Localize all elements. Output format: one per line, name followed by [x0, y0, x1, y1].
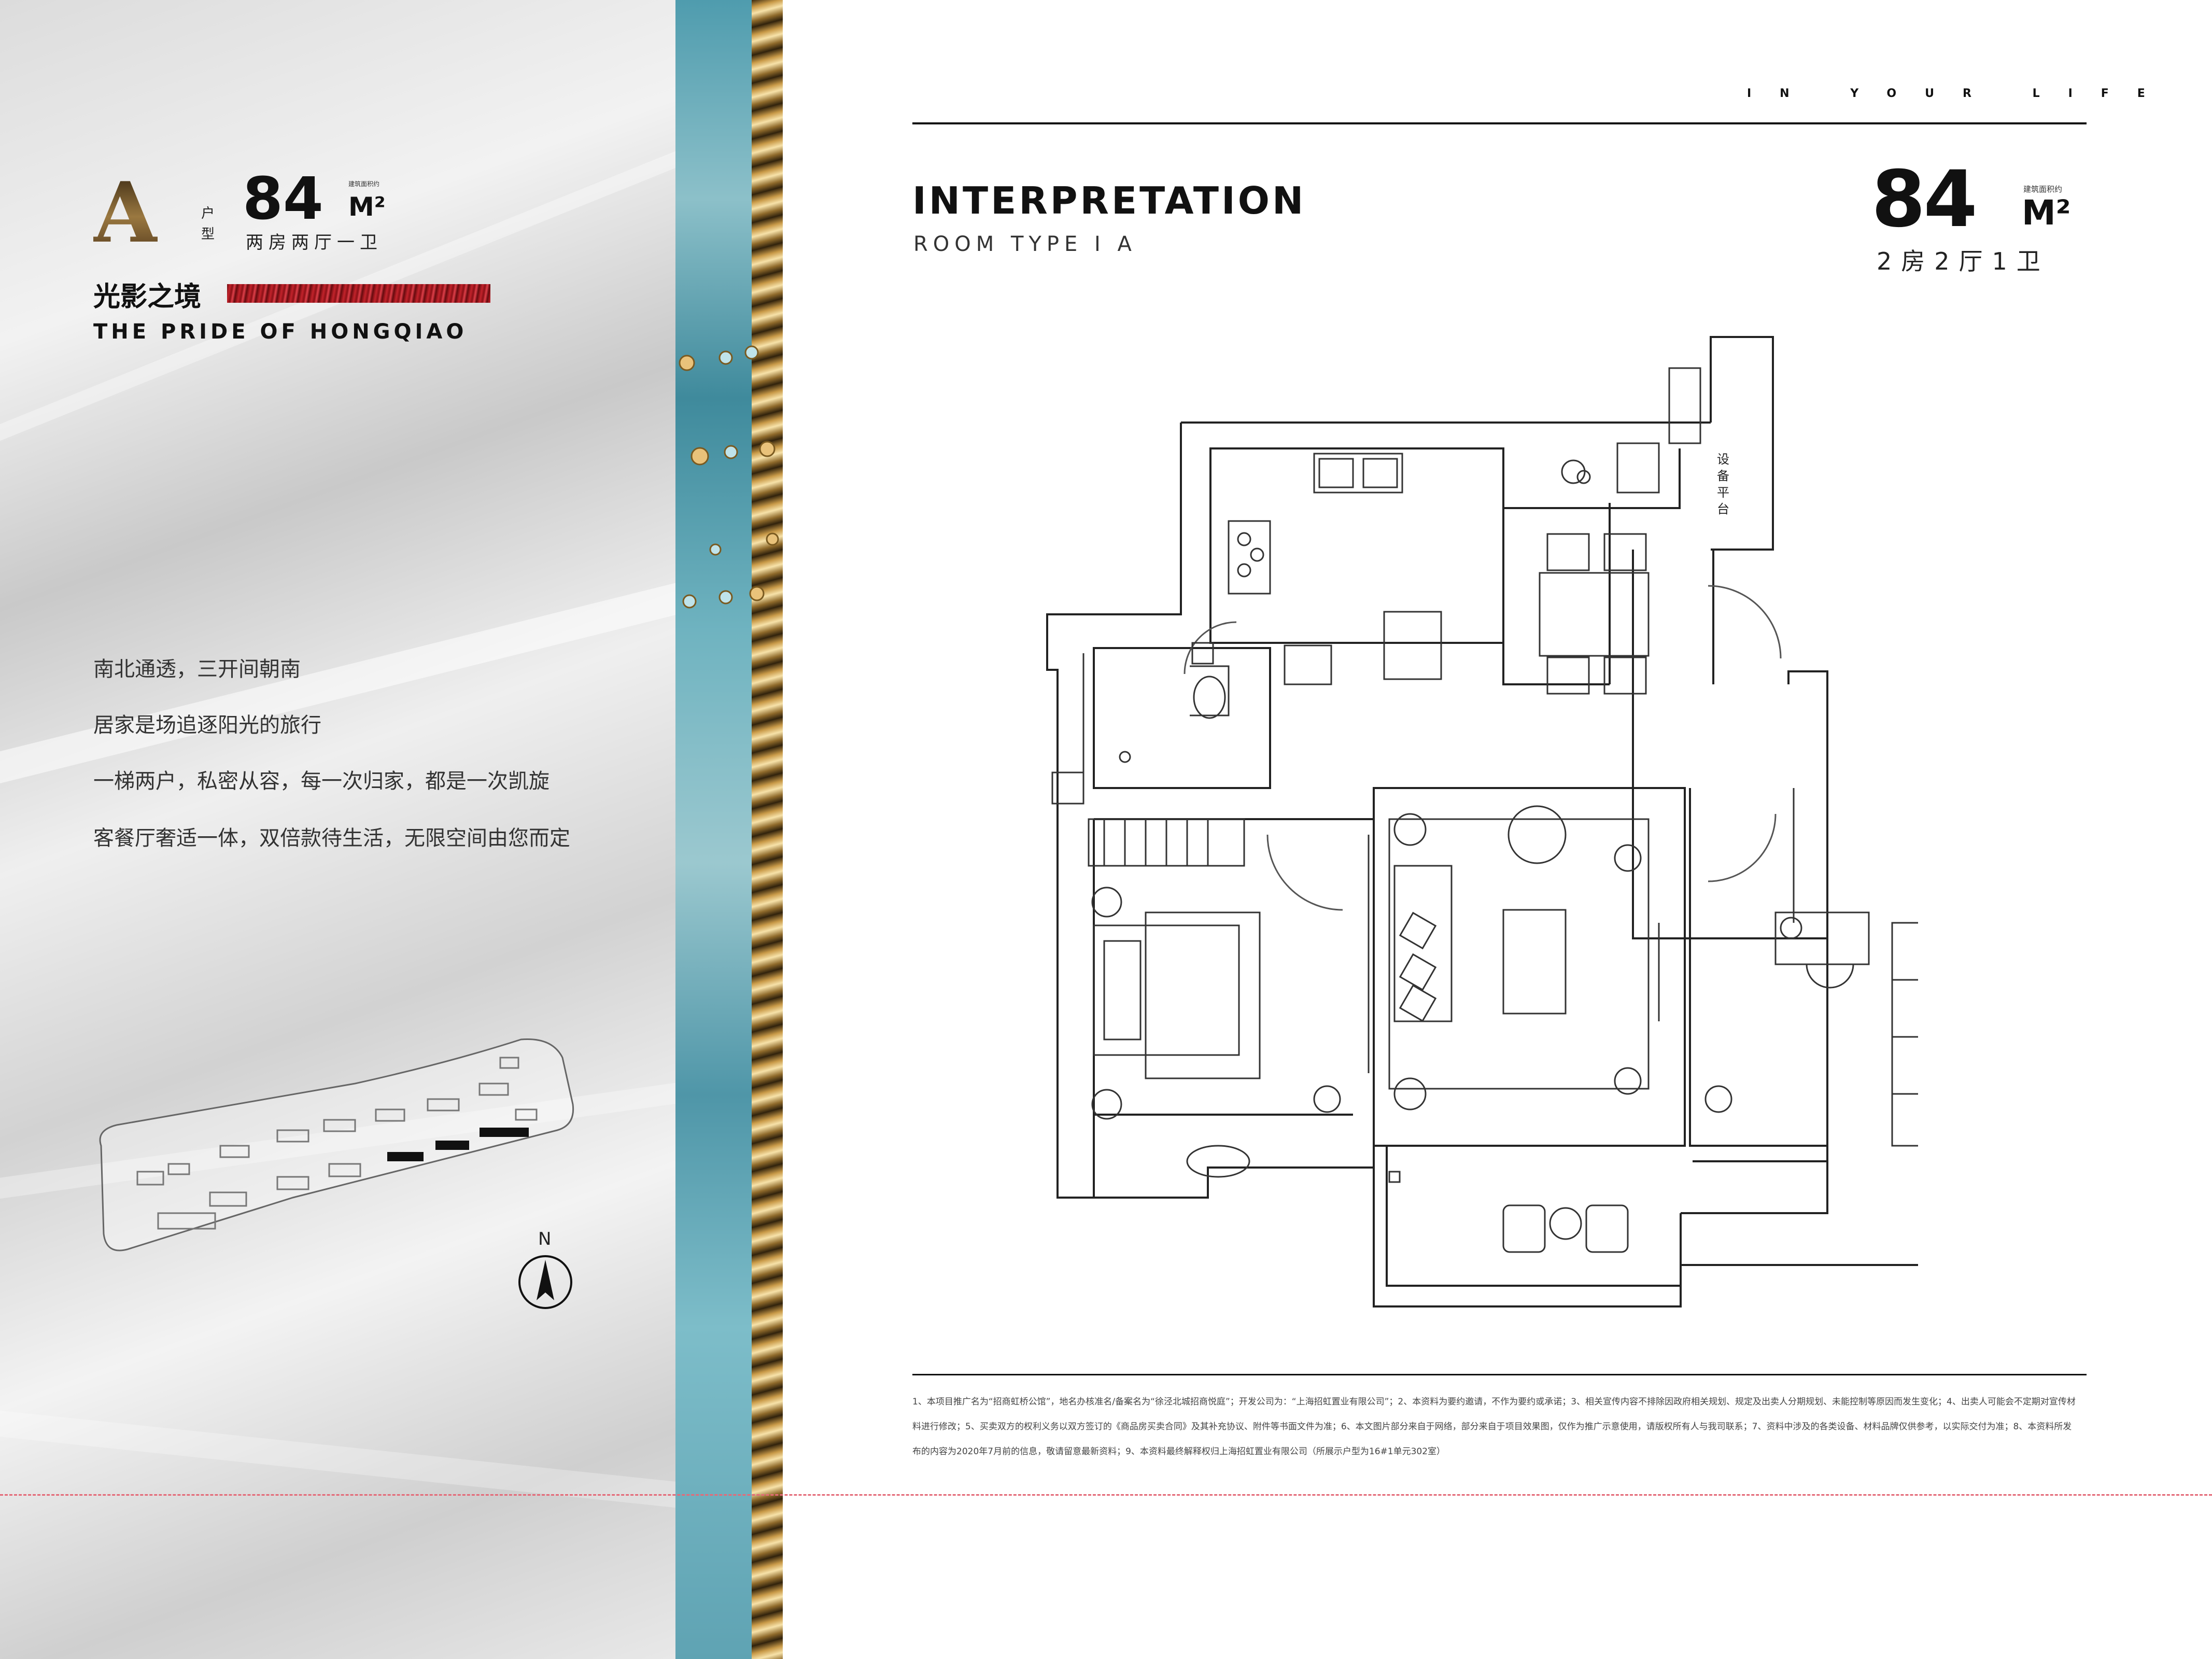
slogan-en: THE PRIDE OF HONGQIAO [93, 320, 468, 344]
disclaimer-notes: 1、本项目推广名为“招商虹桥公馆”，地名办核准名/备案名为“徐泾北城招商悦庭”；… [912, 1397, 2076, 1457]
left-panel [0, 0, 675, 1659]
area-unit: M² [2022, 193, 2071, 233]
paragraph: 南北通透，三开间朝南 [93, 657, 301, 681]
area-number: 84 [243, 165, 323, 233]
notes-rule [912, 1374, 2087, 1375]
red-accent-bar [227, 284, 490, 303]
floor-plan [1046, 336, 1918, 1307]
layout-text: 2房2厅1卫 [1877, 247, 2050, 275]
dashed-guide-line [0, 1494, 2212, 1496]
area-caption: 建筑面积约 [2023, 185, 2063, 194]
room-type-subtitle: ROOM TYPE I A [913, 232, 1137, 256]
north-arrow-icon [518, 1255, 572, 1309]
beads-decoration [679, 345, 779, 609]
site-plan-map [99, 1038, 574, 1252]
gold-ribbon-decoration [752, 0, 783, 1659]
unit-letter: A [93, 164, 158, 261]
north-label: N [538, 1229, 552, 1249]
area-unit: M² [348, 192, 386, 222]
tagline: IN YOUR LIFE [1747, 87, 2174, 100]
page-title: INTERPRETATION [912, 179, 1306, 222]
paragraph: 客餐厅奢适一体，双倍款待生活，无限空间由您而定 [93, 826, 570, 850]
area-caption: 建筑面积约 [348, 180, 380, 188]
paragraph: 居家是场追逐阳光的旅行 [93, 713, 321, 737]
layout-caption: 两房两厅一卫 [246, 232, 383, 253]
slogan-cn: 光影之境 [93, 282, 202, 313]
equipment-platform-label: 设备平台 [1717, 452, 1729, 516]
header-rule [912, 122, 2087, 124]
paragraph: 一梯两户，私密从容，每一次归家，都是一次凯旋 [93, 769, 550, 793]
unit-label: 户型 [201, 206, 215, 242]
area-number-large: 84 [1871, 154, 1978, 245]
